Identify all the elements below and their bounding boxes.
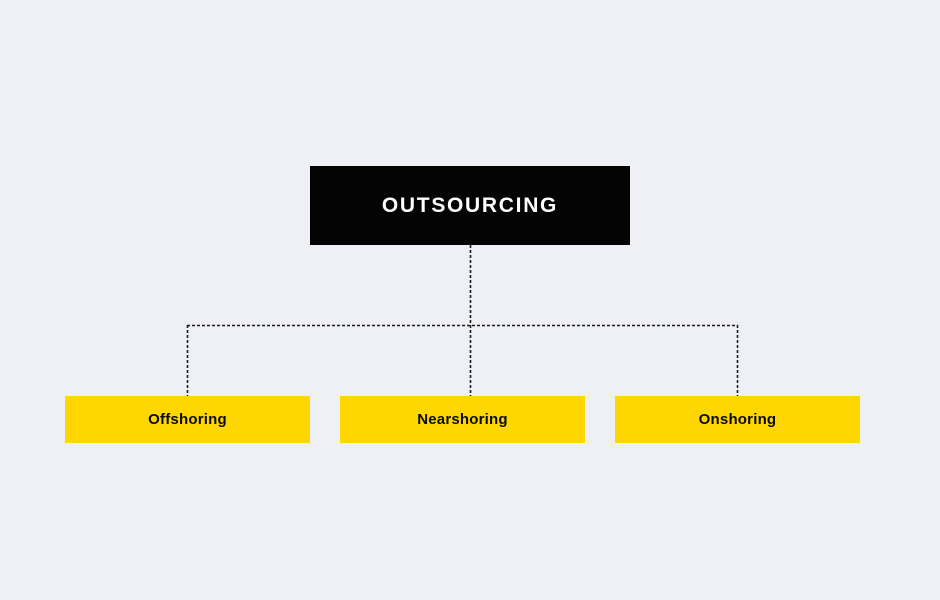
child-node-label: Offshoring [148,411,227,428]
child-node-label: Onshoring [698,411,777,428]
child-node-label: Nearshoring [417,411,508,428]
child-node-offshoring[interactable]: Offshoring [65,396,310,443]
child-node-nearshoring[interactable]: Nearshoring [340,396,585,443]
child-node-onshoring[interactable]: Onshoring [615,396,860,443]
root-node-label: OUTSOURCING [381,194,559,217]
root-node-outsourcing[interactable]: OUTSOURCING [310,166,630,245]
